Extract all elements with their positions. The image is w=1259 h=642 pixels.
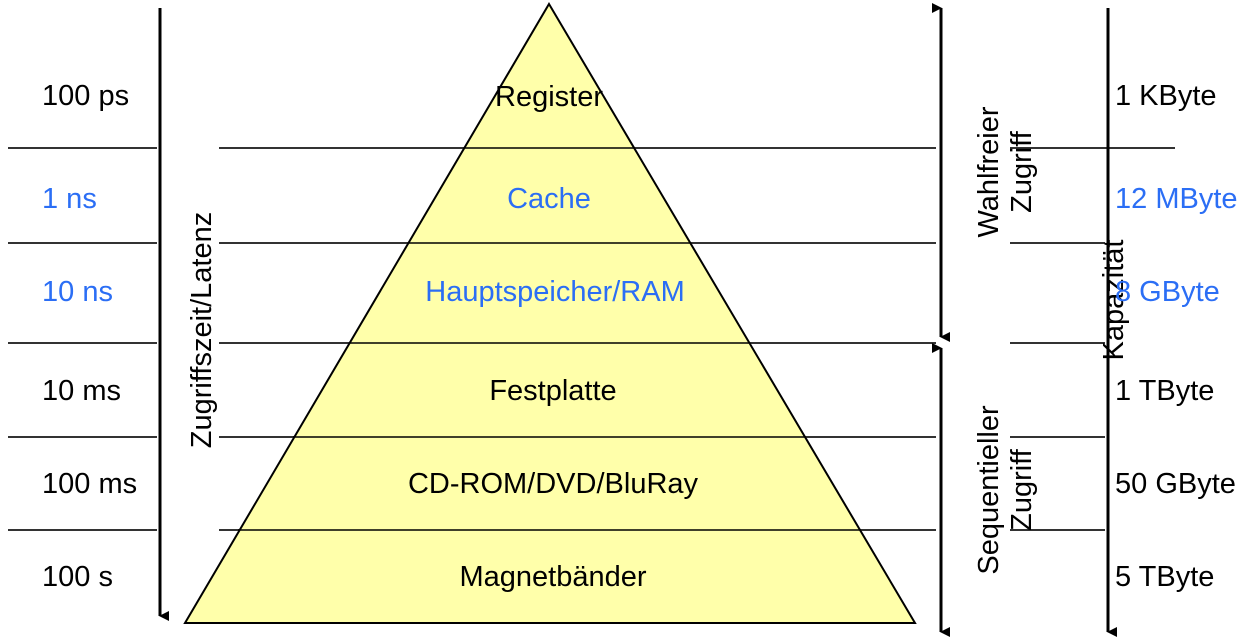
pyramid-level-separators [238,147,860,531]
pyramid-level-magnetbaender: Magnetbänder [459,561,647,593]
capacity-tick-0: 1 KByte [1115,80,1217,112]
latency-tick-1: 1 ns [42,183,97,215]
pyramid-level-cache: Cache [507,183,591,215]
pyramid-level-festplatte: Festplatte [489,375,617,407]
pyramid-level-register: Register [495,81,603,113]
latency-axis-label: Zugriffszeit/Latenz [186,211,218,449]
capacity-tick-5: 5 TByte [1115,561,1215,593]
pyramid-level-hauptspeicher: Hauptspeicher/RAM [425,276,685,308]
pyramid-level-cdrom: CD-ROM/DVD/BluRay [407,468,699,500]
latency-tick-5: 100 s [42,561,113,593]
capacity-tick-4: 50 GByte [1115,468,1236,500]
random-access-label-line2: Zugriff [1006,131,1038,213]
capacity-tick-2: 8 GByte [1115,276,1220,308]
pyramid-shape [183,2,917,624]
random-access-label-line1: Wahlfreier [973,106,1005,238]
sequential-access-label-line2: Zugriff [1006,449,1038,531]
latency-tick-2: 10 ns [42,276,113,308]
latency-tick-4: 100 ms [42,468,138,500]
capacity-tick-1: 12 MByte [1115,183,1238,215]
latency-tick-3: 10 ms [42,375,121,407]
capacity-tick-3: 1 TByte [1115,375,1215,407]
sequential-access-label-line1: Sequentieller [973,405,1005,575]
latency-tick-0: 100 ps [42,80,130,112]
